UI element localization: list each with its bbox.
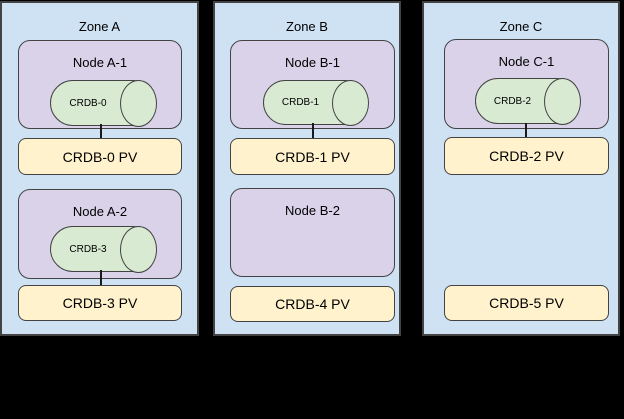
connector-line [100,124,102,138]
pv-crdb-4: CRDB-4 PV [230,286,395,322]
node-b-2-title: Node B-2 [285,203,340,218]
cylinder-cap-icon [119,225,157,273]
pv-crdb-0-label: CRDB-0 PV [62,148,138,165]
pv-crdb-3-label: CRDB-3 PV [62,295,138,311]
pv-crdb-2-label: CRDB-2 PV [489,148,564,164]
pv-crdb-0: CRDB-0 PV [18,138,182,175]
pv-crdb-5: CRDB-5 PV [444,285,609,321]
cylinder-cap-icon [119,79,157,127]
zone-c: Zone C Node C-1 CRDB-2 CRDB-2 PV CRDB-5 … [422,1,620,336]
cylinder-cap-icon [331,79,369,126]
pv-crdb-4-label: CRDB-4 PV [275,296,350,312]
node-b-2: Node B-2 [230,188,395,277]
zone-b-label: Zone B [286,19,328,34]
node-a-2-title: Node A-2 [72,204,128,219]
node-c-1-title: Node C-1 [498,54,555,69]
pod-crdb-0-label: CRDB-0 [69,97,107,109]
connector-line [525,123,527,138]
zone-b: Zone B Node B-1 CRDB-1 CRDB-1 PV Node B-… [213,1,401,336]
pod-crdb-2-label: CRDB-2 [493,95,532,107]
pod-crdb-3-label: CRDB-3 [69,243,107,255]
node-a-2: Node A-2 CRDB-3 [18,189,182,279]
pv-crdb-2: CRDB-2 PV [444,137,609,175]
connector-line [100,270,102,285]
node-a-1-title: Node A-1 [72,55,128,70]
pv-crdb-5-label: CRDB-5 PV [489,295,564,311]
cylinder-cap-icon [543,77,581,125]
pod-crdb-1-label: CRDB-1 [281,97,320,108]
pod-crdb-2: CRDB-2 [475,77,581,125]
pod-crdb-3: CRDB-3 [50,225,157,273]
pv-crdb-1-label: CRDB-1 PV [275,148,350,165]
zone-c-label: Zone C [499,19,543,34]
pod-crdb-1: CRDB-1 [263,79,369,126]
node-c-1: Node C-1 CRDB-2 [444,39,609,129]
pv-crdb-1: CRDB-1 PV [230,138,395,175]
pod-crdb-0: CRDB-0 [50,79,157,127]
node-b-1-title: Node B-1 [285,55,340,70]
zone-a-label: Zone A [78,19,121,34]
zone-a: Zone A Node A-1 CRDB-0 CRDB-0 PV Node A-… [0,1,199,336]
node-a-1: Node A-1 CRDB-0 [18,40,182,129]
node-b-1: Node B-1 CRDB-1 [230,40,395,129]
pv-crdb-3: CRDB-3 PV [18,285,182,321]
connector-line [312,123,314,138]
